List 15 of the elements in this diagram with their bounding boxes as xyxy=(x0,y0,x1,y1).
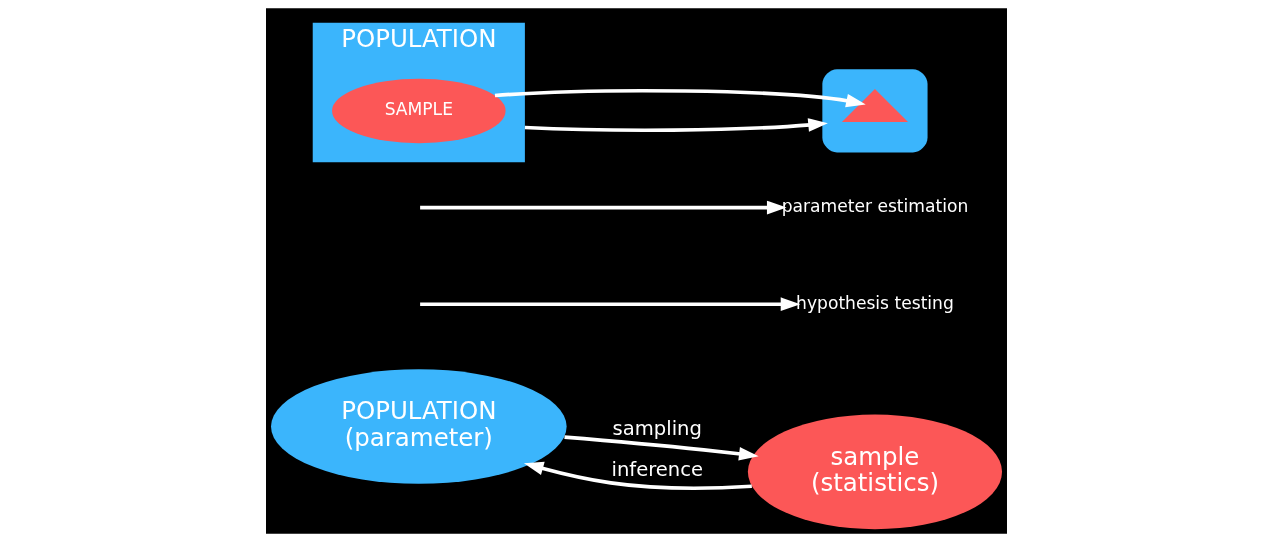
arrow xyxy=(494,88,866,108)
edge-label: sampling xyxy=(612,416,702,440)
node-ellipse: POPULATION (parameter) xyxy=(271,369,567,484)
node-curve xyxy=(841,88,908,122)
arrow xyxy=(564,435,759,461)
node-ellipse: sample (statistics) xyxy=(747,414,1003,530)
node-text: parameter estimation xyxy=(781,196,969,217)
arrow xyxy=(523,461,752,491)
cluster xyxy=(822,69,928,153)
node-text: hypothesis testing xyxy=(796,292,954,313)
arrow xyxy=(420,200,787,215)
edge-label: inference xyxy=(611,458,704,482)
arrow xyxy=(420,297,801,312)
arrow xyxy=(524,118,828,133)
node-ellipse: SAMPLE xyxy=(332,78,506,144)
